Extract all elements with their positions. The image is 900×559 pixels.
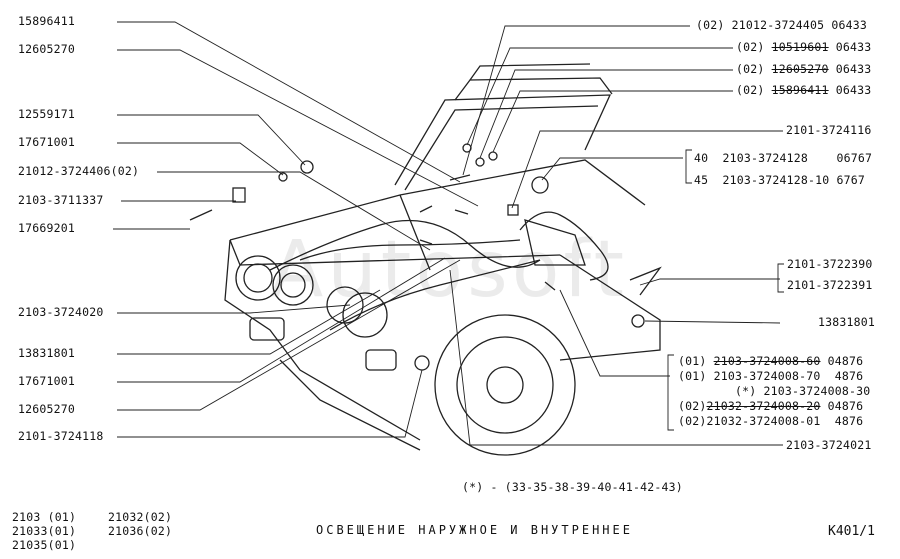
label-17671001-b: 17671001 [18, 374, 75, 388]
part-row: (02) 10519601 06433 [736, 40, 872, 54]
part-row: (02) 21012-3724405 06433 [696, 18, 867, 32]
label-2103-3724021: 2103-3724021 [786, 438, 872, 452]
label-12605270-b: 12605270 [18, 402, 75, 416]
page-title: ОСВЕЩЕНИЕ НАРУЖНОЕ И ВНУТРЕННЕЕ [316, 523, 633, 537]
label-13831801: 13831801 [18, 346, 75, 360]
part-row: (02) 12605270 06433 [736, 62, 872, 76]
part-row: (02)21032-3724008-20 04876 [678, 399, 864, 413]
model-21035: 21035(01) [12, 538, 77, 552]
model-21032: 21032(02) [108, 510, 173, 524]
label-2101-3722391: 2101-3722391 [787, 278, 873, 292]
model-21033: 21033(01) [12, 524, 77, 538]
label-2103-3711337: 2103-3711337 [18, 193, 104, 207]
part-row: (*) 2103-3724008-30 [735, 384, 871, 398]
sheet-code: К401/1 [828, 524, 875, 539]
part-row: 45 2103-3724128-10 6767 [694, 173, 865, 187]
part-row: (01) 2103-3724008-70 4876 [678, 369, 864, 383]
model-21036: 21036(02) [108, 524, 173, 538]
part-row: (02)21032-3724008-01 4876 [678, 414, 864, 428]
label-21012-3724406: 21012-3724406(02) [18, 164, 140, 178]
label-2103-3724020: 2103-3724020 [18, 305, 104, 319]
part-row: 40 2103-3724128 06767 [694, 151, 873, 165]
model-2103: 2103 (01) [12, 510, 77, 524]
part-row: (01) 2103-3724008-60 04876 [678, 354, 864, 368]
label-2101-3724116: 2101-3724116 [786, 123, 872, 137]
label-15896411: 15896411 [18, 14, 75, 28]
footnote: (*) - (33-35-38-39-40-41-42-43) [462, 480, 683, 494]
label-2101-3722390: 2101-3722390 [787, 257, 873, 271]
label-13831801-right: 13831801 [818, 315, 875, 329]
label-12605270: 12605270 [18, 42, 75, 56]
label-17671001: 17671001 [18, 135, 75, 149]
part-row: (02) 15896411 06433 [736, 83, 872, 97]
label-12559171: 12559171 [18, 107, 75, 121]
label-2101-3724118: 2101-3724118 [18, 429, 104, 443]
label-17669201: 17669201 [18, 221, 75, 235]
